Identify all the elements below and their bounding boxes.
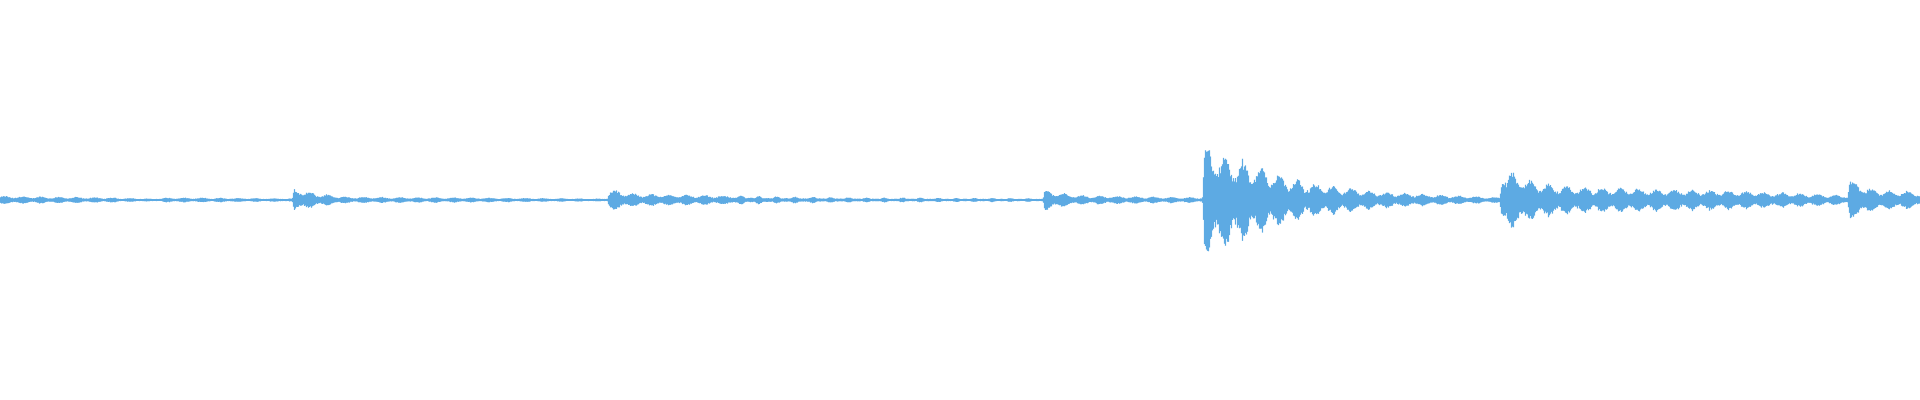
waveform-panel[interactable] (0, 0, 1920, 400)
audio-waveform[interactable] (0, 0, 1920, 400)
